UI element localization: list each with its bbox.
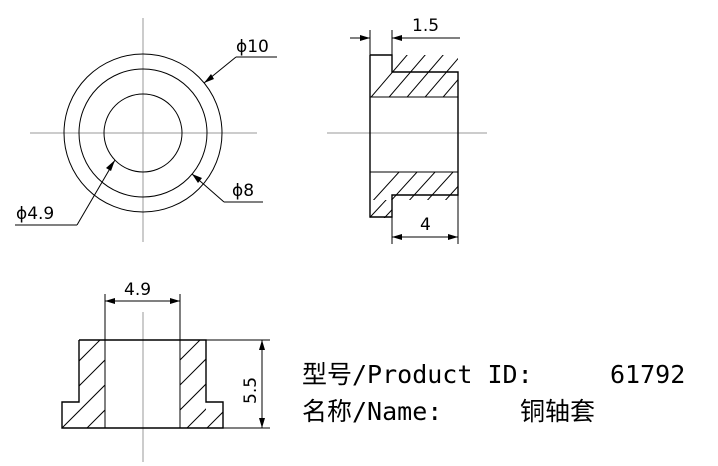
hatch-bottom-left — [79, 340, 105, 428]
hatch-lower — [372, 172, 458, 200]
side-view: 1.5 4 — [327, 16, 487, 244]
arrowhead — [106, 160, 115, 171]
dim-bottom-height: 5.5 — [241, 377, 261, 404]
side-outline — [369, 54, 459, 218]
hatch-bottom-right — [180, 340, 206, 428]
inner-circle — [103, 93, 183, 173]
dim-flange-diameter: ϕ8 — [232, 181, 254, 201]
name-label: 名称/Name: — [302, 397, 442, 426]
bottom-view: 4.9 5.5 — [61, 280, 270, 462]
flange-circle — [78, 68, 208, 198]
front-view: ϕ10 ϕ8 ϕ4.9 — [15, 18, 277, 242]
info-block: 型号/Product ID: 61792 名称/Name: 铜轴套 — [302, 360, 685, 426]
hatch-lower-flange — [370, 200, 392, 218]
dim-top-bore-width: 4.9 — [124, 280, 151, 300]
dim-total-length: 4 — [420, 215, 431, 235]
product-id-value: 61792 — [610, 360, 685, 389]
hatch-bottom-right-flange — [206, 411, 223, 428]
product-id-label: 型号/Product ID: — [302, 360, 533, 389]
dim-inner-diameter: ϕ4.9 — [16, 204, 54, 224]
arrowhead — [204, 74, 214, 83]
name-value: 铜轴套 — [520, 397, 595, 426]
hatch-upper — [370, 55, 458, 97]
dim-flange-thickness: 1.5 — [412, 16, 439, 36]
arrowhead — [192, 174, 202, 183]
hatch-bottom-left-flange — [62, 410, 79, 428]
outer-circle — [63, 53, 223, 213]
dim-outer-diameter: ϕ10 — [236, 37, 269, 57]
